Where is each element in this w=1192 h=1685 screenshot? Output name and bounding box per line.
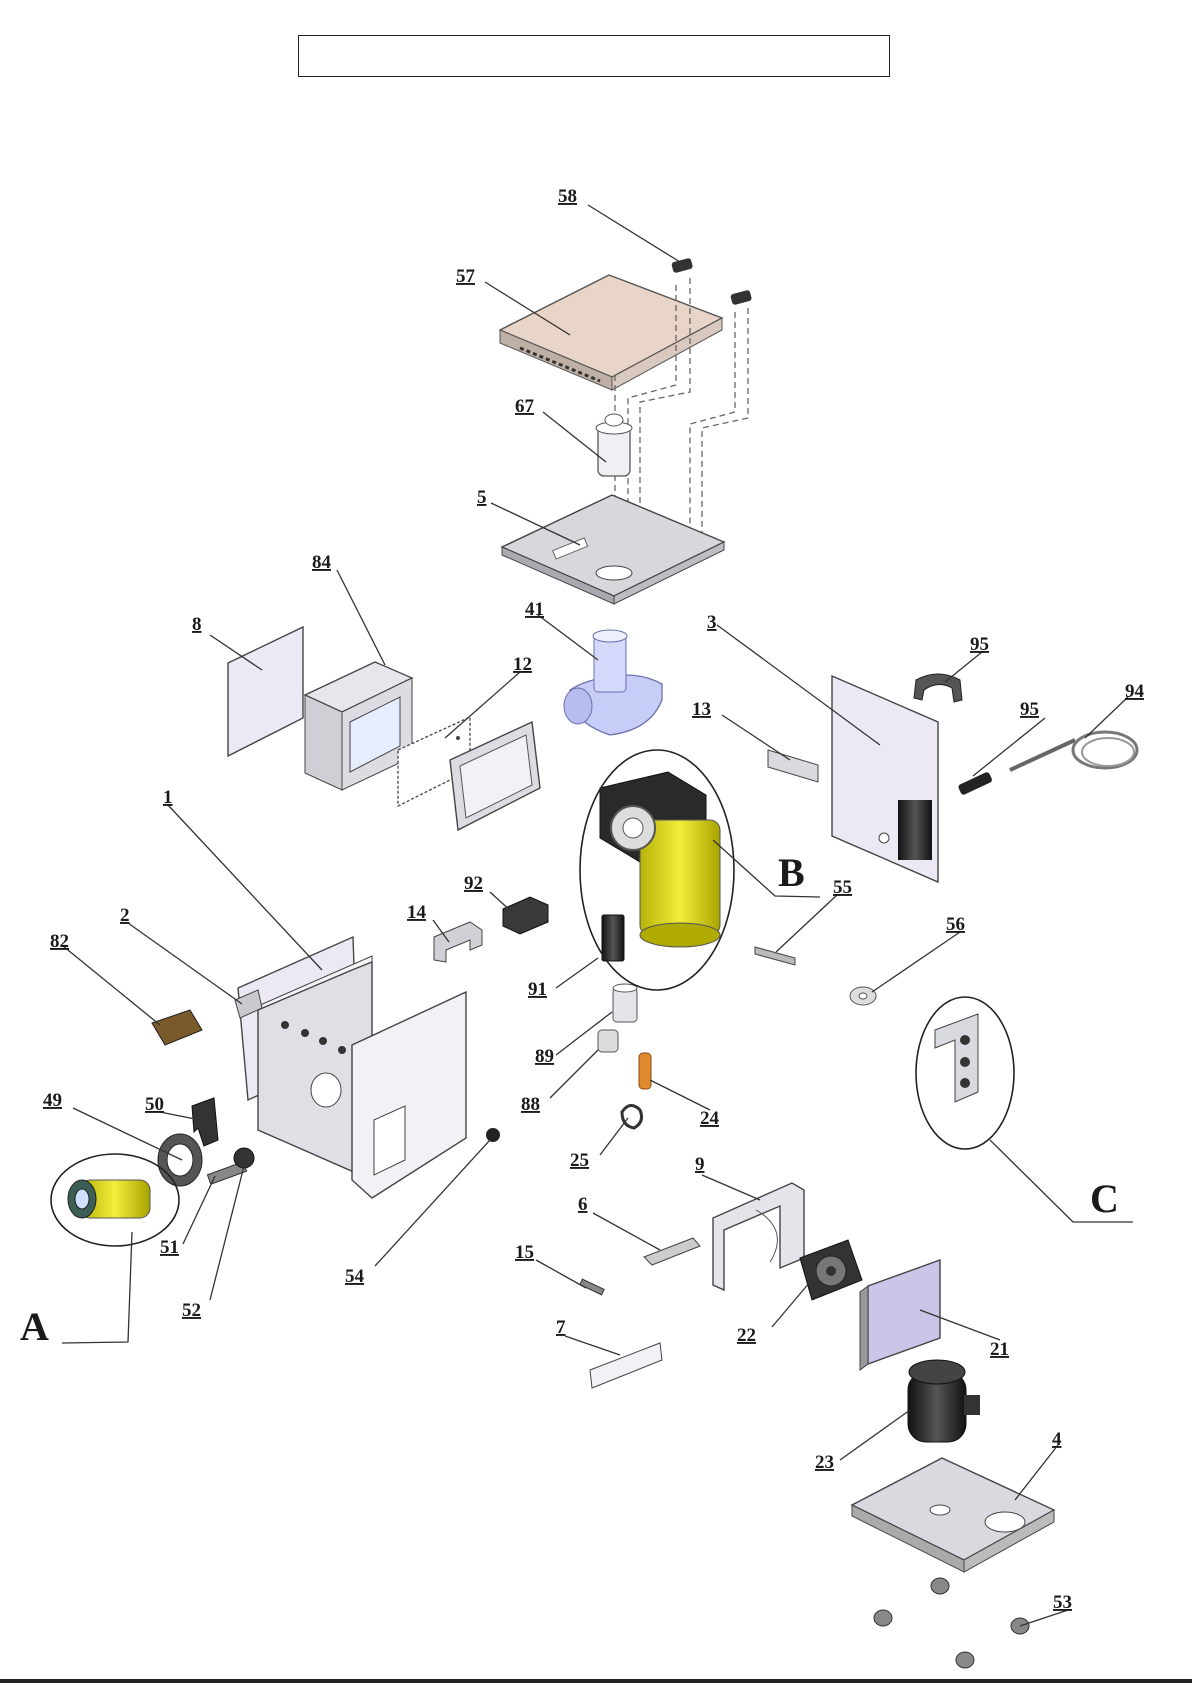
part-55-strip — [755, 947, 795, 965]
part-1-main-housing — [238, 937, 466, 1198]
part-7-bar — [590, 1343, 662, 1388]
callout-23: 23 — [815, 1452, 834, 1473]
callout-94: 94 — [1125, 681, 1145, 702]
part-21-plate — [860, 1260, 940, 1370]
part-4-base — [852, 1458, 1054, 1572]
part-3-side-panel — [832, 676, 938, 882]
callout-84: 84 — [312, 552, 332, 573]
callout-22: 22 — [737, 1325, 756, 1346]
callout-14: 14 — [407, 902, 427, 923]
callout-53: 53 — [1053, 1592, 1072, 1613]
callout-41: 41 — [525, 599, 544, 620]
callout-67: 67 — [515, 396, 535, 417]
callout-7: 7 — [556, 1317, 566, 1338]
callout-24: 24 — [700, 1108, 720, 1129]
part-50-bracket — [192, 1098, 218, 1146]
part-58-handles — [671, 258, 752, 306]
callout-52: 52 — [182, 1300, 201, 1321]
callout-5: 5 — [477, 487, 487, 508]
callout-6: 6 — [578, 1194, 588, 1215]
callout-95: 95 — [1020, 699, 1039, 720]
part-c-control-panel — [935, 1014, 978, 1102]
callout-12: 12 — [513, 654, 532, 675]
part-a-inlet-fitting — [68, 1180, 150, 1218]
callout-8: 8 — [192, 614, 202, 635]
callout-88: 88 — [521, 1094, 540, 1115]
part-8-plate — [228, 627, 303, 756]
part-88-nut — [598, 1030, 618, 1052]
callout-92: 92 — [464, 873, 483, 894]
part-57-lid — [500, 275, 722, 390]
callout-91: 91 — [528, 979, 547, 1000]
part-13-bracket — [768, 750, 818, 782]
callout-2: 2 — [120, 905, 130, 926]
callout-54: 54 — [345, 1266, 365, 1287]
part-84-box — [305, 662, 412, 790]
part-25-clip — [622, 1105, 642, 1128]
part-14-bracket — [434, 922, 482, 962]
part-53-feet — [874, 1578, 1029, 1668]
callout-58: 58 — [558, 186, 577, 207]
part-67-filter — [596, 414, 632, 476]
part-5-tray — [502, 495, 724, 604]
callout-89: 89 — [535, 1046, 554, 1067]
detail-a-label: A — [20, 1304, 49, 1349]
callout-50: 50 — [145, 1094, 164, 1115]
callout-82: 82 — [50, 931, 69, 952]
part-23-compressor — [908, 1360, 980, 1442]
callout-49: 49 — [43, 1090, 62, 1111]
part-49-ring — [158, 1134, 202, 1186]
part-6-bar — [644, 1238, 700, 1265]
part-89-coupling — [613, 984, 637, 1022]
bottom-rule — [0, 1679, 1192, 1683]
part-54-foot — [486, 1128, 500, 1142]
callout-55: 55 — [833, 877, 852, 898]
part-22-fan — [800, 1240, 862, 1300]
callout-4: 4 — [1052, 1429, 1062, 1450]
callout-56: 56 — [946, 914, 965, 935]
callout-15: 15 — [515, 1242, 534, 1263]
callout-59: 95 — [970, 634, 989, 655]
part-56-washer — [850, 987, 876, 1005]
part-52-knob — [234, 1148, 254, 1168]
callout-21: 21 — [990, 1339, 1009, 1360]
part-59-handle — [914, 674, 962, 702]
callout-13: 13 — [692, 699, 711, 720]
callout-57: 57 — [456, 266, 476, 287]
part-92-block — [503, 897, 548, 934]
part-24-fuse — [639, 1053, 651, 1089]
detail-c-label: C — [1090, 1176, 1119, 1221]
callout-3: 3 — [707, 612, 717, 633]
detail-b-label: B — [778, 850, 805, 895]
callout-51: 51 — [160, 1237, 179, 1258]
callout-1: 1 — [163, 787, 173, 808]
callout-9: 9 — [695, 1154, 705, 1175]
part-94-cable — [1010, 732, 1137, 770]
part-82-connector — [152, 1010, 202, 1045]
part-91-switch — [602, 915, 624, 961]
callout-25: 25 — [570, 1150, 589, 1171]
